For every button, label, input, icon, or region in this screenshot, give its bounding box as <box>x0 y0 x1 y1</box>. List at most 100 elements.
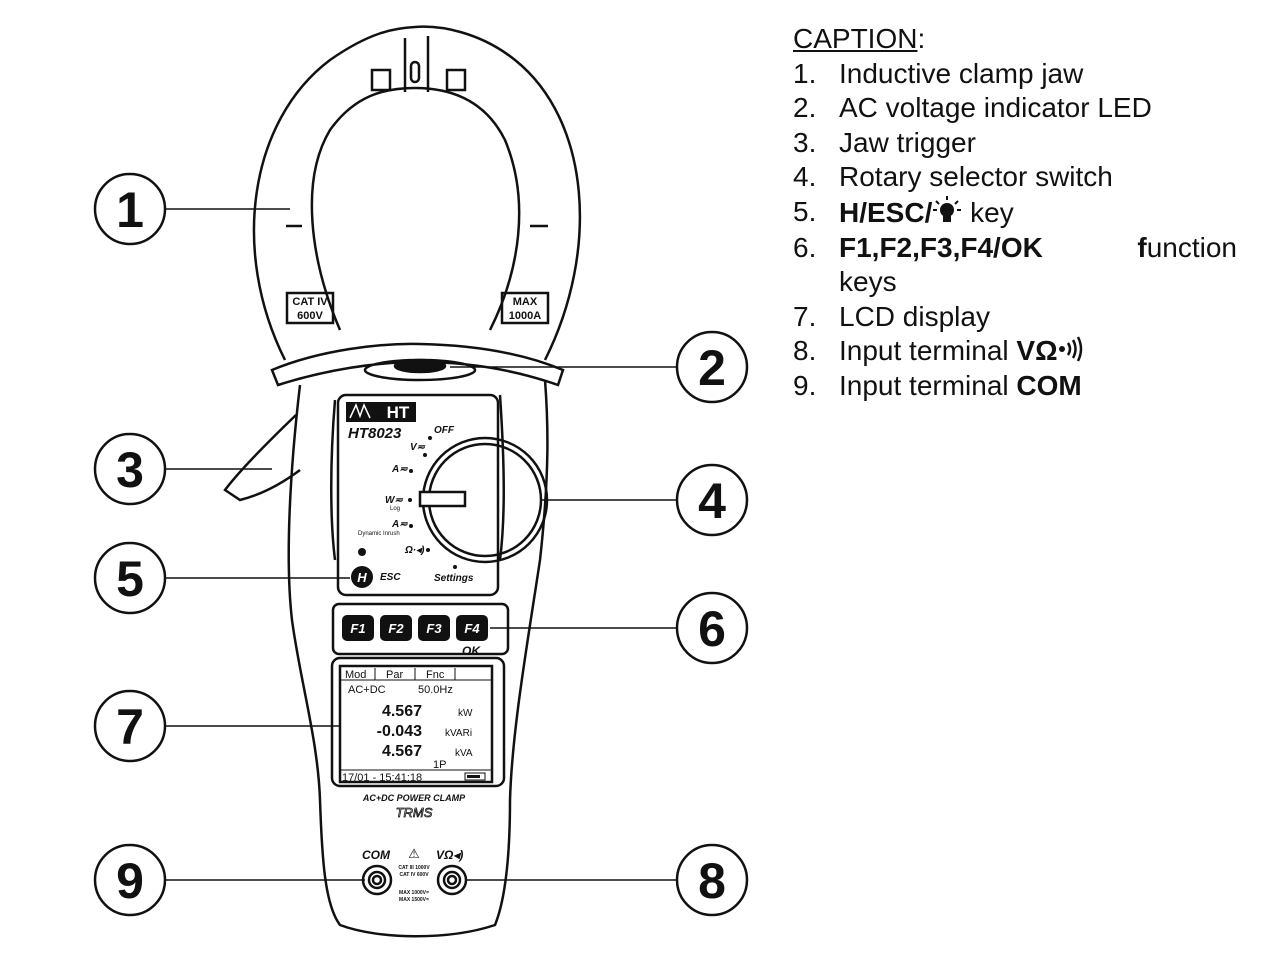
callout-label-6: 6 <box>698 601 726 657</box>
h-key-label: H <box>357 570 367 585</box>
lcd-phase: 1P <box>433 759 446 771</box>
dial-v: V≂ <box>410 442 426 453</box>
rating-line4: MAX 1500V= <box>399 897 429 903</box>
lcd-tab-mod: Mod <box>345 669 366 681</box>
lcd-value-kvar: -0.043 <box>377 723 422 740</box>
caption-text: Jaw trigger <box>839 126 976 158</box>
product-line: AC+DC POWER CLAMP <box>362 793 466 803</box>
callout-label-8: 8 <box>698 853 726 909</box>
f1-label: F1 <box>350 621 365 636</box>
vohm-label: VΩ◂) <box>436 848 463 862</box>
clamp-jaw <box>252 25 582 361</box>
caption-colon: : <box>917 23 926 54</box>
callout-label-1: 1 <box>116 182 144 238</box>
cat-label-line2: 600V <box>297 310 323 322</box>
dial-a2: A≂ <box>391 519 408 530</box>
caption-item: 7.LCD display <box>793 300 1263 335</box>
trms-label: TRMS <box>396 805 433 820</box>
dial-log: Log <box>390 506 400 512</box>
caption-num: 5. <box>793 195 817 227</box>
f2-label: F2 <box>388 621 404 636</box>
callout-label-9: 9 <box>116 853 144 909</box>
lcd-mode: AC+DC <box>348 684 386 696</box>
caption-item: 5. H/ESC/ key <box>793 195 1263 231</box>
caption-num: 9. <box>793 369 817 401</box>
caption-bold: VΩ <box>1016 335 1058 367</box>
f4-ok-key[interactable] <box>456 615 488 641</box>
callout-4 <box>675 463 749 537</box>
dial-settings: Settings <box>434 573 474 584</box>
caption-bold: COM <box>1016 369 1082 401</box>
callout-3 <box>93 432 167 506</box>
backlight-icon <box>358 548 366 556</box>
light-bulb-icon <box>933 195 962 222</box>
lcd-value-kva: 4.567 <box>382 743 422 760</box>
caption-item: 9. Input terminal COM <box>793 369 1263 404</box>
esc-label: ESC <box>380 572 401 583</box>
v-terminal <box>436 864 468 896</box>
ac-led <box>393 358 447 374</box>
dial-a1: A≂ <box>391 464 408 475</box>
rating-line2: CAT IV 600V <box>399 872 429 878</box>
h-esc-key[interactable] <box>351 566 373 588</box>
caption-bold: F1,F2,F3,F4/OK <box>839 231 1043 263</box>
caption-num: 2. <box>793 92 817 124</box>
callout-2 <box>675 330 749 404</box>
f4-label: F4 <box>464 621 480 636</box>
caption-text: Input terminal <box>839 369 1017 401</box>
dial-off: OFF <box>434 425 455 436</box>
dial-ohm: Ω·◂) <box>404 545 425 556</box>
lcd-tab-fnc: Fnc <box>426 669 445 681</box>
sound-icon <box>1058 336 1082 362</box>
rating-line1: CAT III 1000V <box>398 865 430 871</box>
caption-item: 3.Jaw trigger <box>793 126 1263 161</box>
callout-9 <box>93 843 167 917</box>
caption-text: AC voltage indicator LED <box>839 92 1152 124</box>
ok-label: OK <box>462 644 481 658</box>
caption-num: 8. <box>793 335 817 367</box>
caption-bold: H/ESC/ <box>839 196 933 228</box>
lcd-value-kw: 4.567 <box>382 703 422 720</box>
caption-item: 4.Rotary selector switch <box>793 160 1263 195</box>
lcd-freq: 50.0Hz <box>418 684 453 696</box>
caption-text: Input terminal <box>839 335 1017 367</box>
rating-line3: MAX 1000V= <box>399 890 429 896</box>
caption-text: Rotary selector switch <box>839 161 1113 193</box>
leader-lines <box>165 208 677 881</box>
max-label-line2: 1000A <box>509 310 541 322</box>
caption-suffix: key <box>962 196 1014 228</box>
lcd-screen <box>338 664 494 784</box>
caption-item: 1.Inductive clamp jaw <box>793 57 1263 92</box>
callout-6 <box>675 591 749 665</box>
callout-label-2: 2 <box>698 340 726 396</box>
caption-title: CAPTION <box>793 23 918 54</box>
callout-label-5: 5 <box>116 551 144 607</box>
caption-text: Inductive clamp jaw <box>839 57 1084 89</box>
f3-key[interactable] <box>418 615 450 641</box>
caption-suffix: unction <box>1146 231 1237 263</box>
lcd-unit-kw: kW <box>458 708 473 719</box>
f2-key[interactable] <box>380 615 412 641</box>
dial-w: W≂ <box>385 495 403 506</box>
caption-suffix-bold: f <box>1137 231 1147 263</box>
cat-label-line1: CAT IV <box>292 296 328 308</box>
f1-key[interactable] <box>342 615 374 641</box>
callout-label-7: 7 <box>116 699 144 755</box>
callout-8 <box>675 843 749 917</box>
clamp-jaw-inner <box>310 86 521 331</box>
caption-num: 7. <box>793 300 817 332</box>
meter-body <box>287 379 549 938</box>
model-name: HT8023 <box>348 425 402 442</box>
dial-inrush: Dynamic Inrush <box>358 531 400 537</box>
caption-item: 2. AC voltage indicator LED <box>793 91 1263 126</box>
caption-item: 8. Input terminal VΩ <box>793 334 1263 369</box>
caption-panel: CAPTION: 1.Inductive clamp jaw 2. AC volt… <box>793 22 1263 404</box>
lcd-unit-kva: kVA <box>455 748 473 759</box>
max-label-line1: MAX <box>513 296 538 308</box>
warning-icon: ⚠ <box>408 846 420 861</box>
f3-label: F3 <box>426 621 442 636</box>
caption-heading: CAPTION: <box>793 22 1263 57</box>
